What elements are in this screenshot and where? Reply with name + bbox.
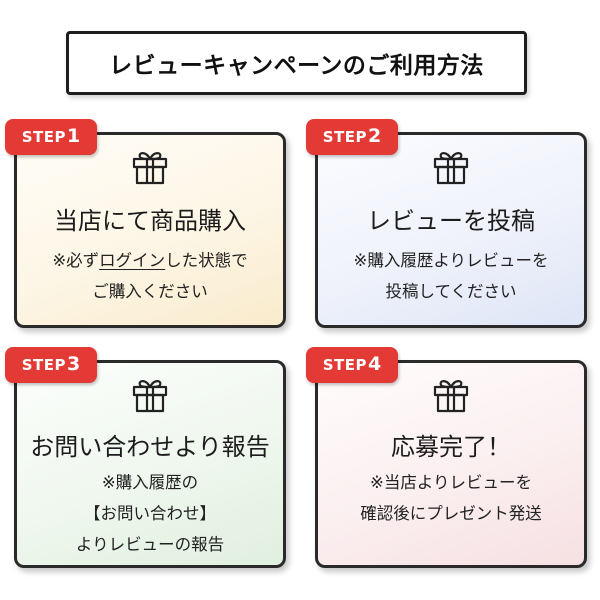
gift-icon xyxy=(132,380,168,413)
gift-icon xyxy=(132,152,168,185)
step-badge-word: STEP xyxy=(21,356,67,374)
step-2-description: ※購入履歴よりレビューを 投稿してください xyxy=(318,245,584,307)
step-3-description: ※購入履歴の 【お問い合わせ】 よりレビューの報告 xyxy=(17,467,283,560)
desc-line: よりレビューの報告 xyxy=(75,535,225,554)
step-badge-number: 3 xyxy=(67,353,81,375)
step-badge-number: 2 xyxy=(368,125,382,147)
step-badge-word: STEP xyxy=(322,128,368,146)
desc-line: 確認後にプレゼント発送 xyxy=(360,504,542,523)
step-2-heading: レビューを投稿 xyxy=(367,207,535,235)
login-link[interactable]: ログイン xyxy=(99,251,166,270)
desc-line: ※購入履歴の xyxy=(101,473,199,492)
page-title-box: レビューキャンペーンのご利用方法 xyxy=(66,31,527,95)
step-4-heading: 応募完了！ xyxy=(391,433,511,461)
step-badge-number: 1 xyxy=(67,125,81,147)
gift-icon xyxy=(433,380,469,413)
page-title: レビューキャンペーンのご利用方法 xyxy=(109,53,484,79)
desc-text: した状態で xyxy=(165,251,248,270)
gift-icon xyxy=(433,152,469,185)
step-badge-number: 4 xyxy=(368,353,382,375)
step-4-description: ※当店よりレビューを 確認後にプレゼント発送 xyxy=(318,467,584,529)
desc-line: 【お問い合わせ】 xyxy=(84,504,216,523)
step-1-description: ※必ずログインした状態で ご購入ください xyxy=(17,245,283,307)
desc-line: ※当店よりレビューを xyxy=(370,473,532,492)
step-1-heading: 当店にて商品購入 xyxy=(54,207,246,235)
desc-line: ※購入履歴よりレビューを xyxy=(353,251,549,270)
desc-text: ※必ず xyxy=(52,251,100,270)
desc-line: ご購入ください xyxy=(92,282,208,301)
step-3-heading: お問い合わせより報告 xyxy=(30,433,270,461)
step-badge-word: STEP xyxy=(322,356,368,374)
desc-line: 投稿してください xyxy=(385,282,517,301)
step-badge-word: STEP xyxy=(21,128,67,146)
